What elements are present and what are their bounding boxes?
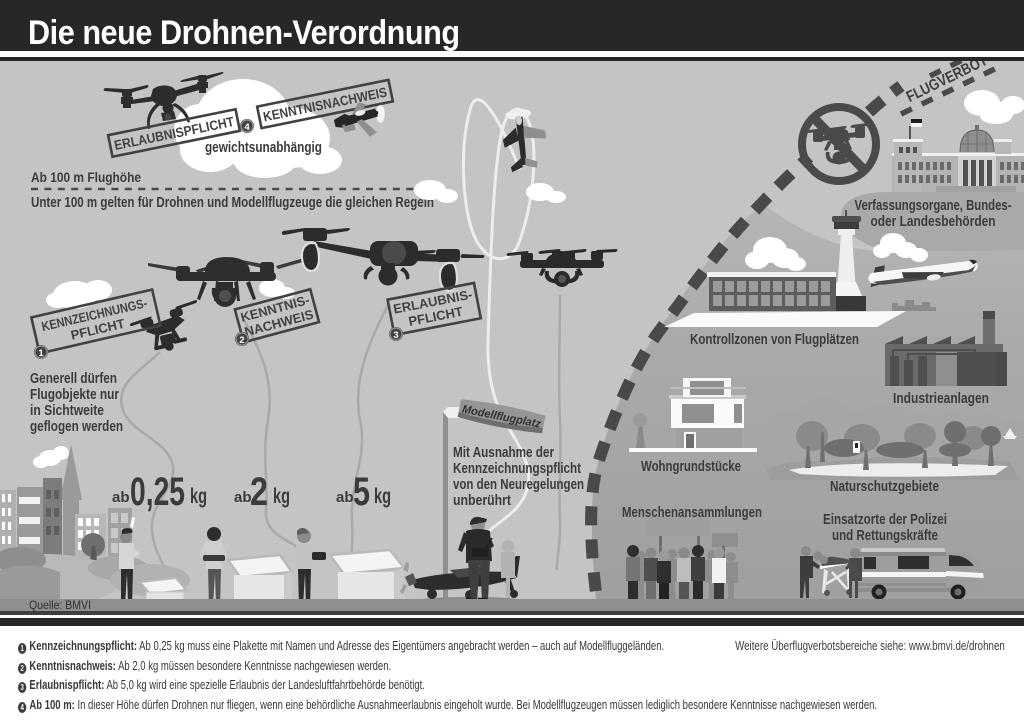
svg-text:Quelle: BMVI: Quelle: BMVI	[29, 598, 91, 612]
svg-text:Generell dürfen: Generell dürfen	[30, 371, 117, 387]
svg-text:5: 5	[353, 470, 370, 514]
svg-text:kg: kg	[190, 485, 207, 508]
svg-text:Wohngrundstücke: Wohngrundstücke	[641, 458, 741, 475]
svg-text:3: 3	[393, 330, 398, 341]
svg-text:Ab 100 m Flughöhe: Ab 100 m Flughöhe	[31, 169, 141, 185]
svg-text:gewichtsunabhängig: gewichtsunabhängig	[205, 139, 322, 156]
svg-text:2: 2	[239, 335, 244, 346]
svg-text:kg: kg	[273, 485, 290, 508]
svg-text:ab: ab	[112, 489, 130, 506]
svg-text:ab: ab	[234, 489, 252, 506]
svg-text:kg: kg	[374, 485, 391, 508]
svg-text:Verfassungsorgane, Bundes-: Verfassungsorgane, Bundes-	[855, 197, 1012, 214]
svg-text:2: 2	[250, 470, 268, 514]
svg-text:oder Landesbehörden: oder Landesbehörden	[871, 213, 996, 230]
svg-text:Naturschutzgebiete: Naturschutzgebiete	[830, 478, 939, 495]
svg-text:in Sichtweite: in Sichtweite	[30, 403, 104, 419]
svg-text:4: 4	[244, 122, 250, 133]
svg-text:Menschenansammlungen: Menschenansammlungen	[622, 504, 762, 521]
svg-text:0,25: 0,25	[130, 470, 185, 514]
svg-text:geflogen werden: geflogen werden	[30, 419, 123, 435]
svg-text:Industrieanlagen: Industrieanlagen	[893, 390, 989, 407]
svg-text:Flugobjekte nur: Flugobjekte nur	[30, 387, 119, 403]
svg-text:1: 1	[38, 348, 44, 359]
svg-text:Mit Ausnahme der: Mit Ausnahme der	[453, 445, 554, 461]
svg-text:Kennzeichnungspflicht: Kennzeichnungspflicht	[453, 461, 581, 477]
svg-text:Einsatzorte der Polizei: Einsatzorte der Polizei	[823, 511, 947, 528]
svg-text:Unter 100 m gelten für Drohnen: Unter 100 m gelten für Drohnen und Model…	[31, 195, 434, 211]
svg-text:Kontrollzonen von Flugplätzen: Kontrollzonen von Flugplätzen	[690, 331, 859, 348]
svg-text:und Rettungskräfte: und Rettungskräfte	[832, 527, 938, 544]
svg-text:ab: ab	[336, 489, 354, 506]
svg-text:von den Neuregelungen: von den Neuregelungen	[453, 477, 584, 493]
svg-text:unberührt: unberührt	[453, 493, 511, 509]
